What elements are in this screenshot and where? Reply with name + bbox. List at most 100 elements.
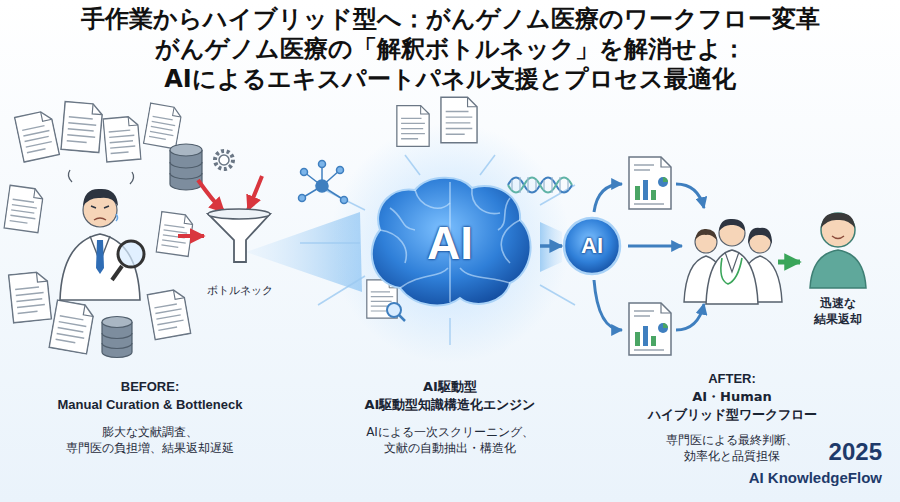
circle-outline	[564, 218, 620, 274]
node-label: AI	[579, 234, 605, 258]
worried-scientist	[60, 170, 144, 300]
label-wrap: がんゲノム医療の「解釈ボトルネック」を解消せよ：	[0, 34, 900, 64]
flow-connector	[540, 244, 562, 248]
report-icons	[629, 303, 671, 355]
light-rays	[300, 242, 360, 244]
patient-smile	[832, 236, 844, 239]
worried-scientist	[68, 170, 133, 184]
brand-mark: AI KnowledgeFlow	[682, 468, 882, 488]
patient-hair	[821, 213, 855, 228]
column-heading: AFTER:	[632, 370, 832, 388]
column-heading: AI・Human ハイブリッド型ワークフロー	[642, 388, 822, 423]
database-icon	[102, 317, 132, 328]
light-rays	[318, 276, 365, 305]
column-description: AIによる一次スクリーニング、 文献の自動抽出・構造化	[358, 424, 542, 456]
document-pile	[49, 300, 95, 354]
label-wrap: Manual Curation & Bottleneck	[30, 396, 270, 414]
patient-body	[810, 250, 866, 288]
node-caption: 迅速な 結果返却	[798, 296, 878, 327]
flow-arrows	[594, 280, 622, 330]
flow-arrows	[628, 245, 682, 248]
dna-icon	[508, 178, 572, 193]
report-icons	[629, 157, 671, 209]
subtitle: AIによるエキスパートパネル支援とプロセス最適化	[0, 64, 900, 94]
ai-brain: AI	[360, 168, 540, 318]
paper-icons	[387, 303, 401, 317]
doctor-team	[725, 252, 739, 272]
database-icon	[102, 317, 132, 358]
brain-fold	[380, 230, 406, 263]
column-heading: AI駆動型	[340, 378, 560, 396]
dna-icon	[508, 178, 572, 193]
subtitle: がんゲノム医療の「解釈ボトルネック」を解消せよ：	[0, 34, 900, 64]
worried-scientist	[83, 189, 118, 206]
database-icon	[170, 162, 202, 179]
return-arrow	[778, 260, 800, 265]
network-icon	[301, 169, 308, 176]
network-icon	[299, 195, 306, 202]
label-wrap: AFTER:	[632, 370, 832, 388]
paper-icons	[397, 106, 429, 147]
document-pile	[103, 116, 141, 162]
brain-glow	[330, 123, 570, 363]
label-wrap: AIによる一次スクリーニング、 文献の自動抽出・構造化	[358, 424, 542, 456]
light-beam	[540, 222, 562, 272]
paper-icons	[441, 97, 477, 143]
patient-figure: 迅速な 結果返却	[798, 206, 878, 327]
column-description: 膨大な文献調査、 専門医の負担増、結果返却遅延	[59, 424, 241, 456]
worried-scientist	[94, 218, 106, 220]
worried-scientist	[91, 206, 109, 208]
flow-arrows	[676, 304, 704, 330]
label-wrap: AIによるエキスパートパネル支援とプロセス最適化	[0, 64, 900, 94]
flow-arrows	[594, 184, 622, 212]
doctor-team	[695, 229, 717, 240]
brain-fold	[501, 220, 520, 263]
column-heading: BEFORE:	[40, 378, 260, 396]
brain-fold	[498, 198, 510, 230]
label-wrap: 専門医による最終判断、 効率化と品質担保	[660, 432, 804, 464]
report-icons	[629, 157, 671, 355]
light-rays	[540, 285, 575, 305]
input-arrows	[198, 180, 224, 212]
patient-head	[821, 213, 855, 247]
input-arrows	[178, 234, 204, 238]
database-icon	[170, 144, 202, 190]
document-pile	[61, 101, 103, 152]
title: 手作業からハイブリッド型へ：がんゲノム医療のワークフロー変革	[0, 4, 900, 34]
doctor-team	[719, 219, 745, 231]
worried-scientist	[112, 266, 122, 280]
gear-icon	[219, 155, 229, 165]
document-pile	[144, 103, 183, 149]
network-icon	[299, 161, 348, 204]
doctor-team	[721, 258, 742, 284]
ai-circle: AI	[562, 216, 622, 276]
flow-arrows	[676, 184, 704, 208]
document-pile	[4, 101, 194, 353]
gear-icon	[215, 151, 233, 169]
label-wrap: AI駆動型知識構造化エンジン	[330, 396, 570, 414]
dna-icon	[512, 177, 568, 193]
label-wrap: ボトルネック	[195, 284, 285, 299]
paper-icons	[399, 315, 405, 321]
light-rays	[405, 155, 420, 175]
doctor-team	[748, 228, 772, 244]
input-arrows	[248, 176, 262, 210]
network-icon	[337, 167, 344, 174]
funnel-icon	[208, 214, 270, 262]
label-wrap: BEFORE:	[40, 378, 260, 396]
doctor-team	[684, 219, 782, 304]
worried-scientist	[118, 241, 144, 267]
brain-fold	[472, 188, 500, 214]
label-wrap: AI駆動型	[340, 378, 560, 396]
brain-fold	[400, 268, 448, 288]
column-heading: AI駆動型知識構造化エンジン	[330, 396, 570, 414]
person-shape	[798, 206, 878, 290]
funnel-label: ボトルネック	[195, 284, 285, 299]
network-icon	[341, 197, 348, 204]
document-pile	[4, 185, 44, 233]
document-pile	[9, 271, 52, 323]
node-label: AI	[425, 218, 475, 269]
